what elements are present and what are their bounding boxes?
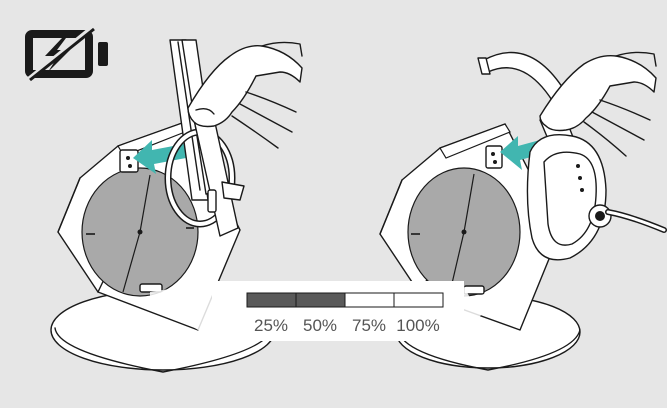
left-dial <box>82 168 198 296</box>
charge-callout: 25% 50% 75% 100% <box>150 281 500 341</box>
charge-level-bar <box>247 293 443 307</box>
charge-segment-4 <box>394 293 443 307</box>
charge-label-25: 25% <box>254 316 288 335</box>
right-dial <box>408 168 520 296</box>
battery-charging-icon <box>28 28 108 80</box>
charge-segment-2 <box>296 293 345 307</box>
charge-segment-1 <box>247 293 296 307</box>
charge-segment-3 <box>345 293 394 307</box>
charge-label-50: 50% <box>303 316 337 335</box>
charge-label-75: 75% <box>352 316 386 335</box>
charge-label-100: 100% <box>396 316 439 335</box>
